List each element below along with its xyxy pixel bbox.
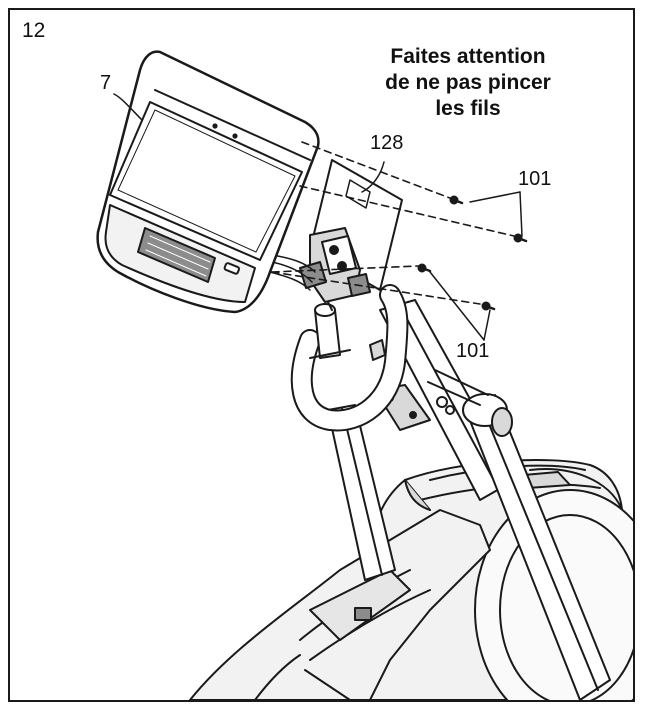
callout-screws-top: 101 — [518, 168, 552, 190]
screws-101 — [417, 195, 528, 311]
leader-lines — [113, 93, 523, 341]
mounting-hub — [269, 227, 371, 311]
warning-line-2: de ne pas pincer — [385, 71, 551, 94]
assembly-illustration — [96, 50, 633, 700]
step-number: 12 — [22, 19, 46, 42]
warning-note: Faites attention de ne pas pincer les fi… — [328, 44, 608, 122]
warning-line-3: les fils — [435, 97, 501, 120]
instruction-frame: 12 Faites attention de ne pas pincer les… — [8, 8, 635, 702]
alignment-lines — [271, 141, 515, 305]
console-7 — [96, 50, 320, 314]
moving-arm-left — [327, 404, 396, 581]
handlebar — [290, 284, 409, 432]
warning-line-1: Faites attention — [390, 45, 546, 68]
callout-bracket: 128 — [370, 132, 404, 154]
lower-frame — [189, 479, 491, 700]
callout-console: 7 — [100, 72, 112, 94]
moving-arm-right — [427, 369, 611, 700]
callout-screws-bottom: 101 — [456, 340, 490, 362]
